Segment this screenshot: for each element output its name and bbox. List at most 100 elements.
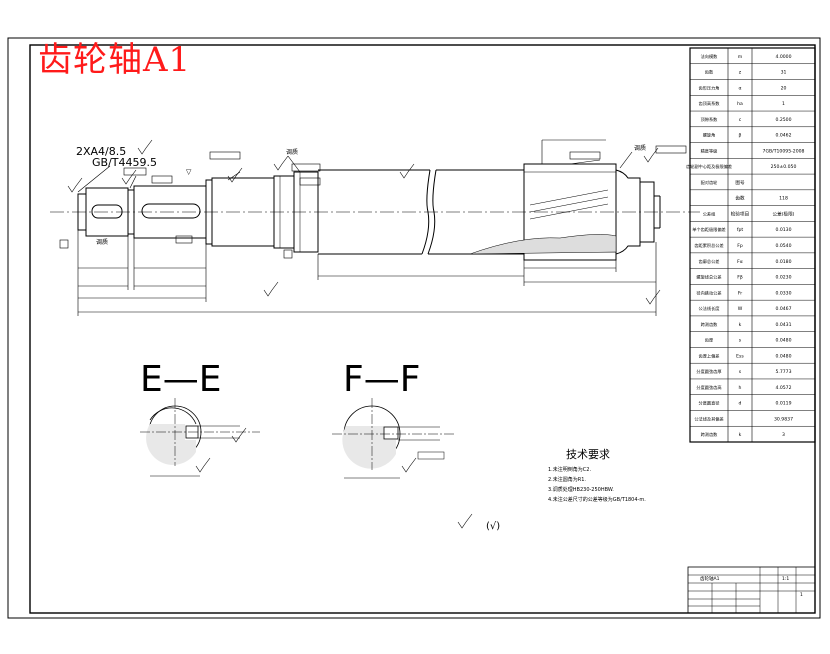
param-value: 公差(极限): [773, 210, 795, 217]
param-value: 4.0572: [775, 385, 791, 391]
param-symbol: Fβ: [737, 275, 743, 281]
param-value: 31: [781, 70, 787, 76]
roughness-symbols: [67, 139, 661, 529]
surface-finish-note: (√): [486, 521, 501, 532]
param-name: 分度圆弦齿厚: [696, 368, 721, 375]
callout-label-1: 调质: [286, 148, 298, 156]
section-f-view: [332, 398, 456, 479]
param-symbol: m: [738, 55, 743, 60]
callout-label-3: 调质: [96, 238, 108, 246]
param-name: 分度圆直径: [699, 400, 720, 407]
param-value: 7GB/T10095-2008: [763, 148, 805, 154]
tech-item: 1.未注明倒角为C2.: [548, 467, 592, 473]
tech-item: 2.未注圆角为R1.: [548, 477, 587, 483]
section-label-e: E—E: [140, 359, 222, 400]
param-name: 单个齿距极限偏差: [692, 226, 726, 233]
param-name: 齿数: [705, 69, 714, 76]
param-name: 顶隙系数: [701, 116, 719, 123]
section-e-view: [140, 398, 260, 477]
param-value: 0.2500: [775, 117, 791, 123]
param-name: 配对齿轮: [701, 179, 719, 186]
param-name: 齿顶高系数: [699, 100, 721, 107]
outer-border: [7, 37, 821, 619]
param-symbol: Fα: [737, 259, 743, 265]
param-value: 0.0330: [775, 290, 791, 296]
param-value: 0.0480: [775, 353, 791, 359]
param-table-rows: 法向模数 m 4.0000 齿数 z 31 齿形压力角 α 20 齿顶高系数 ha 1 顶隙系数 c 0.2…: [686, 53, 815, 438]
param-symbol: c: [739, 118, 742, 123]
param-name: 跨测齿数: [701, 431, 719, 438]
param-symbol: 检验项目: [731, 210, 749, 217]
param-value: 0.0119: [775, 401, 791, 407]
param-symbol: Ess: [736, 353, 744, 359]
param-symbol: 齿数: [735, 195, 745, 202]
param-name: 径向跳动公差: [696, 289, 721, 296]
param-value: 0.0467: [775, 306, 791, 312]
param-value: 0.0230: [775, 275, 791, 281]
callout-label-2: 调质: [634, 144, 646, 152]
param-table-frame: [689, 47, 816, 443]
tech-item: 3.调质处理HB230-250HBW.: [548, 487, 614, 493]
param-value: 0.0180: [775, 259, 791, 265]
param-value: 5.7773: [775, 369, 791, 375]
param-name: 齿厚上偏差: [699, 352, 720, 359]
param-symbol: s: [739, 370, 742, 375]
param-symbol: z: [739, 71, 742, 76]
title-block-name: 齿轮轴A1: [700, 575, 720, 582]
drawing-title: 齿轮轴A1: [38, 40, 192, 80]
param-name: 公差组: [703, 210, 716, 216]
dimension-mark-e: ▽: [186, 168, 192, 176]
param-value: 4.0000: [775, 54, 791, 60]
param-symbol: k: [739, 432, 742, 438]
param-symbol: d: [739, 401, 742, 407]
param-symbol: 图号: [735, 180, 745, 186]
param-symbol: h: [739, 385, 742, 391]
dimension-lines: [77, 139, 657, 316]
param-symbol: β: [739, 133, 742, 139]
param-name: 法向模数: [701, 53, 719, 60]
param-symbol: α: [738, 86, 741, 91]
param-value: 0.0540: [775, 243, 791, 249]
param-value: 250±0.050: [771, 164, 797, 170]
param-symbol: Fp: [737, 243, 743, 249]
param-name: 公法线长度: [699, 305, 721, 312]
param-value: 3: [782, 432, 785, 438]
param-name: 分度圆弦齿高: [696, 384, 721, 391]
param-name: 齿形压力角: [699, 84, 720, 91]
param-symbol: k: [739, 322, 742, 328]
param-value: 30.9837: [774, 416, 793, 422]
param-value: 0.0480: [775, 338, 791, 344]
param-symbol: Fr: [738, 290, 742, 296]
param-symbol: s: [739, 339, 742, 344]
title-block-sheet: 1: [800, 592, 803, 598]
param-name: 螺旋线总公差: [696, 274, 721, 281]
param-value: 0.0462: [775, 133, 791, 139]
title-block-scale: 1:1: [782, 576, 789, 582]
center-hole-note-line1: 2XA4/8.5: [76, 145, 126, 158]
param-name: 精度等级: [701, 147, 719, 154]
param-name: 齿轮副中心距及极限偏差: [686, 163, 732, 170]
param-symbol: fpt: [737, 227, 744, 233]
param-name: 公法线及其偏差: [694, 415, 723, 422]
inner-border: [29, 44, 816, 614]
shaft-main-view: [50, 163, 700, 261]
param-name: 齿距累积总公差: [694, 242, 723, 249]
section-label-f: F—F: [343, 359, 421, 400]
param-name: 齿厚: [705, 338, 713, 344]
param-value: 118: [779, 196, 788, 202]
tech-item: 4.未注公差尺寸的公差等级为GB/T1804-m.: [548, 497, 646, 503]
center-hole-note-line2: GB/T4459.5: [92, 156, 157, 169]
param-value: 1: [782, 101, 785, 107]
tech-heading: 技术要求: [566, 448, 610, 461]
param-value: 0.0431: [775, 322, 791, 328]
title-block-frame: [687, 566, 816, 614]
param-symbol: ha: [737, 101, 743, 107]
param-symbol: W: [738, 306, 743, 312]
param-name: 跨测齿数: [701, 321, 719, 328]
param-value: 20: [781, 85, 787, 91]
param-name: 螺旋角: [703, 132, 716, 139]
technical-requirements: 技术要求 1.未注明倒角为C2. 2.未注圆角为R1. 3.调质处理HB230-…: [548, 448, 646, 505]
tolerance-frames: [59, 145, 687, 259]
param-value: 0.0130: [775, 227, 791, 233]
